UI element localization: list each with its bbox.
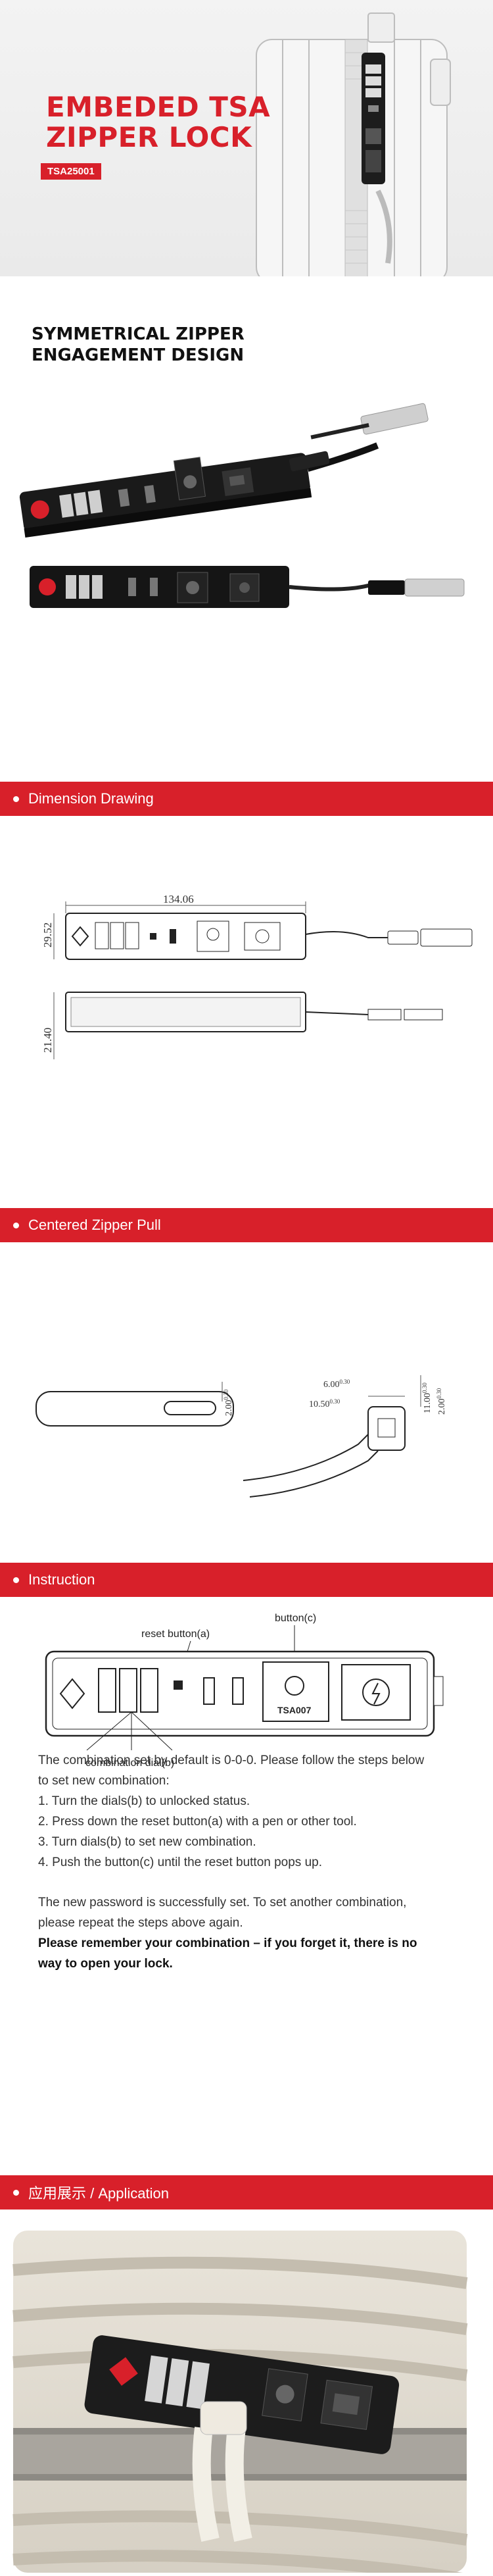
label-button-c: button(c) (275, 1613, 316, 1624)
svg-text:2.000.30: 2.000.30 (223, 1389, 234, 1416)
hero-title: EMBEDED TSA ZIPPER LOCK (46, 92, 270, 153)
bullet-icon (13, 796, 19, 802)
dim-pull-thickness-tol: 0.30 (223, 1389, 229, 1400)
hero-title-line2: ZIPPER LOCK (46, 121, 252, 153)
hero-title-line1: EMBEDED TSA (46, 91, 271, 123)
lock-product-photos (19, 403, 465, 608)
hero-banner: EMBEDED TSA ZIPPER LOCK TSA25001 (0, 0, 493, 276)
tsa-code: TSA007 (277, 1705, 312, 1715)
dim-width: 134.06 (163, 893, 194, 905)
dim-pull-hole: 6.00 (323, 1380, 340, 1390)
dim-pull-height-tol: 0.30 (421, 1382, 428, 1393)
svg-text:11.000.30: 11.000.30 (421, 1382, 433, 1413)
instruction-warning: way to open your lock. (38, 1957, 173, 1971)
instruction-line: please repeat the steps above again. (38, 1916, 243, 1930)
instruction-step: 4. Push the button(c) until the reset bu… (38, 1856, 322, 1869)
section-instruction: Instruction (0, 1563, 493, 1597)
instruction-text: The combination set by default is 0-0-0.… (38, 1750, 472, 1974)
instruction-warning: Please remember your combination – if yo… (38, 1936, 417, 1950)
model-badge: TSA25001 (41, 163, 101, 180)
instruction-line: The combination set by default is 0-0-0.… (38, 1754, 425, 1767)
dim-pull-hole-tol: 0.30 (340, 1378, 350, 1385)
symmetric-title-line2: ENGAGEMENT DESIGN (32, 345, 245, 365)
svg-text:6.000.30: 6.000.30 (323, 1378, 350, 1390)
section-application: 应用展示 / Application (0, 2175, 493, 2210)
dim-pull-thickness: 2.00 (224, 1400, 234, 1417)
section-zipper-pull: Centered Zipper Pull (0, 1208, 493, 1242)
section-zipper-pull-title: Centered Zipper Pull (28, 1217, 161, 1233)
instruction-line: to set new combination: (38, 1774, 170, 1788)
section-dimension-title: Dimension Drawing (28, 790, 154, 807)
dim-pull-edge-tol: 0.30 (436, 1388, 442, 1398)
instruction-step: 3. Turn dials(b) to set new combination. (38, 1835, 256, 1849)
svg-text:2.000.30: 2.000.30 (436, 1388, 447, 1415)
section-application-title: 应用展示 / Application (28, 2185, 169, 2202)
luggage-illustration (256, 13, 451, 276)
dimension-drawing: 134.06 29.52 21.40 (41, 893, 473, 1059)
application-photo (12, 2231, 468, 2573)
symmetric-title-line1: SYMMETRICAL ZIPPER (32, 324, 245, 344)
bullet-icon (13, 1577, 19, 1583)
section-dimension: Dimension Drawing (0, 782, 493, 816)
dim-pull-width-tol: 0.30 (330, 1398, 340, 1405)
dim-pull-edge: 2.00 (437, 1399, 447, 1415)
label-combination-dial: combination dial(b) (85, 1757, 174, 1769)
dim-height: 29.52 (41, 922, 54, 947)
dim-pull-height: 11.00 (423, 1393, 433, 1413)
instruction-step: 2. Press down the reset button(a) with a… (38, 1815, 357, 1829)
dim-pull-width: 10.50 (309, 1400, 330, 1409)
bullet-icon (13, 2189, 19, 2196)
symmetric-title: SYMMETRICAL ZIPPER ENGAGEMENT DESIGN (32, 324, 245, 366)
label-reset-button: reset button(a) (141, 1629, 210, 1640)
dim-depth: 21.40 (41, 1028, 54, 1053)
instruction-step: 1. Turn the dials(b) to unlocked status. (38, 1794, 250, 1808)
svg-text:10.500.30: 10.500.30 (309, 1398, 340, 1409)
instruction-diagram: button(c) reset button(a) TSA007 combina… (45, 1613, 444, 1769)
bullet-icon (13, 1222, 19, 1228)
zipper-pull-drawing: 2.000.30 6.000.30 10.500.30 11.000.30 2.… (35, 1375, 447, 1498)
instruction-line: The new password is successfully set. To… (38, 1896, 407, 1909)
section-instruction-title: Instruction (28, 1571, 95, 1588)
